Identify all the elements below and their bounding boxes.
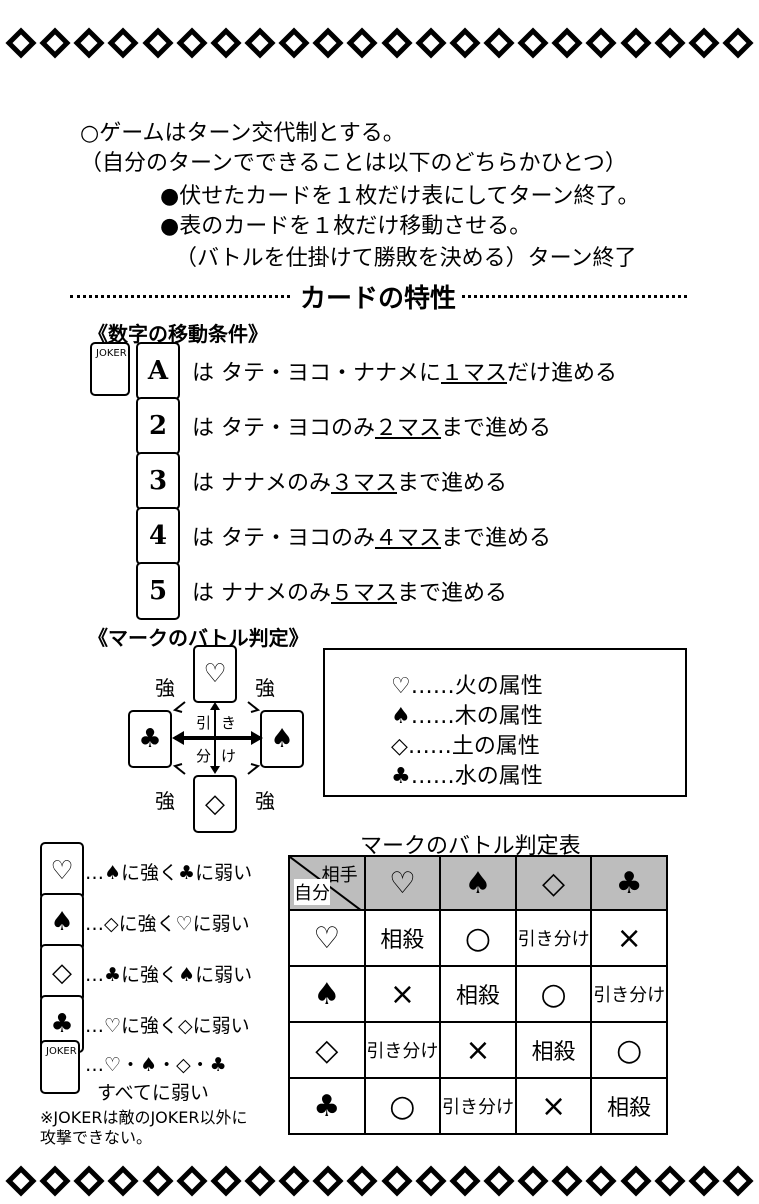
table-corner: 相手 自分 <box>288 855 366 911</box>
col-header-diamond: ◇ <box>514 855 593 911</box>
col-header-spade: ♠ <box>439 855 517 911</box>
draw-label-4: け <box>221 747 237 765</box>
draw-label-2: き <box>221 714 237 732</box>
row-header-club: ♣ <box>288 1077 366 1135</box>
draw-label-3: 分 <box>196 747 212 765</box>
strong-label-br: 強 <box>255 789 275 813</box>
move-rule-2: は タテ・ヨコのみ２マスまで進める <box>192 416 552 441</box>
left-card-diamond: ◇ <box>40 944 84 1002</box>
table-cell: ○ <box>439 909 517 967</box>
table-cell: × <box>363 965 442 1023</box>
heading-rule-left <box>70 295 290 298</box>
attr-diamond: ◇……土の属性 <box>391 734 540 759</box>
table-row: ◇ 引き分け × 相殺 ○ <box>288 1021 668 1079</box>
attr-spade: ♠……木の属性 <box>391 704 543 729</box>
table-cell: 引き分け <box>514 909 593 967</box>
strong-label-bl: 強 <box>155 789 175 813</box>
rule-move: ●表のカードを１枚だけ移動させる。 <box>160 214 532 239</box>
left-rule-spade: …◇に強く♡に弱い <box>85 913 250 935</box>
corner-self: 自分 <box>294 879 330 905</box>
row-header-diamond: ◇ <box>288 1021 366 1079</box>
attribute-box: ♡……火の属性 ♠……木の属性 ◇……土の属性 ♣……水の属性 <box>323 648 687 797</box>
move-rule-4: は タテ・ヨコのみ４マスまで進める <box>192 526 552 551</box>
table-cell: 相殺 <box>439 965 517 1023</box>
table-row: ♡ 相殺 ○ 引き分け × <box>288 909 668 967</box>
diagram-diamond-card: ◇ <box>193 775 237 833</box>
left-card-joker: JOKER <box>40 1040 80 1094</box>
col-header-heart: ♡ <box>363 855 442 911</box>
left-rule-heart: …♠に強く♣に弱い <box>85 862 253 884</box>
row-header-spade: ♠ <box>288 965 366 1023</box>
left-card-heart: ♡ <box>40 842 84 900</box>
draw-label-1: 引 <box>196 714 212 732</box>
bottom-border <box>5 1158 754 1204</box>
card-ace: A <box>136 342 180 400</box>
table-cell: 引き分け <box>439 1077 517 1135</box>
table-cell: 引き分け <box>590 965 668 1023</box>
move-rule-3: は ナナメのみ３マスまで進める <box>192 471 508 496</box>
joker-card: JOKER <box>90 342 130 396</box>
diagram-club-card: ♣ <box>128 710 172 768</box>
left-rule-club: …♡に強く◇に弱い <box>85 1015 250 1037</box>
table-cell: ○ <box>514 965 593 1023</box>
table-cell: 相殺 <box>363 909 442 967</box>
table-cell: × <box>590 909 668 967</box>
rule-flip: ●伏せたカードを１枚だけ表にしてターン終了。 <box>160 184 640 209</box>
strong-label-tl: 強 <box>155 676 175 700</box>
row-header-heart: ♡ <box>288 909 366 967</box>
card-3: 3 <box>136 452 180 510</box>
section-title: カードの特性 <box>300 284 457 314</box>
joker-weak-text: すべてに弱い <box>97 1082 209 1104</box>
table-row: ♣ ○ 引き分け × 相殺 <box>288 1077 668 1135</box>
attr-club: ♣……水の属性 <box>391 764 543 789</box>
left-card-spade: ♠ <box>40 893 84 951</box>
strong-label-tr: 強 <box>255 676 275 700</box>
card-2: 2 <box>136 397 180 455</box>
move-rule-ace: は タテ・ヨコ・ナナメに１マスだけ進める <box>192 361 618 386</box>
rule-battle: （バトルを仕掛けて勝敗を決める）ターン終了 <box>175 246 637 271</box>
top-border <box>5 20 754 66</box>
table-cell: × <box>439 1021 517 1079</box>
attr-heart: ♡……火の属性 <box>391 674 543 699</box>
joker-note: ※JOKERは敵のJOKER以外に攻撃できない。 <box>40 1108 248 1147</box>
table-cell: ○ <box>363 1077 442 1135</box>
table-cell: 相殺 <box>590 1077 668 1135</box>
col-header-club: ♣ <box>590 855 668 911</box>
table-row: ♠ × 相殺 ○ 引き分け <box>288 965 668 1023</box>
card-4: 4 <box>136 507 180 565</box>
table-cell: 相殺 <box>514 1021 593 1079</box>
table-cell: 引き分け <box>363 1021 442 1079</box>
corner-opponent: 相手 <box>321 865 358 886</box>
card-5: 5 <box>136 562 180 620</box>
left-rule-joker: …♡・♠・◇・♣ <box>85 1054 227 1076</box>
heading-rule-right <box>462 295 687 298</box>
diagram-spade-card: ♠ <box>260 710 304 768</box>
move-rule-5: は ナナメのみ５マスまで進める <box>192 581 508 606</box>
table-cell: ○ <box>590 1021 668 1079</box>
table-cell: × <box>514 1077 593 1135</box>
rule-turn-options: （自分のターンでできることは以下のどちらかひとつ） <box>80 151 627 176</box>
battle-table: 相手 自分 ♡ ♠ ◇ ♣ ♡ 相殺 ○ 引き分け × ♠ × 相殺 ○ 引き分… <box>288 855 668 1135</box>
left-rule-diamond: …♣に強く♠に弱い <box>85 964 253 986</box>
battle-arrows <box>172 701 263 775</box>
rule-turn: ○ゲームはターン交代制とする。 <box>80 121 405 146</box>
table-title: マークのバトル判定表 <box>360 834 581 859</box>
